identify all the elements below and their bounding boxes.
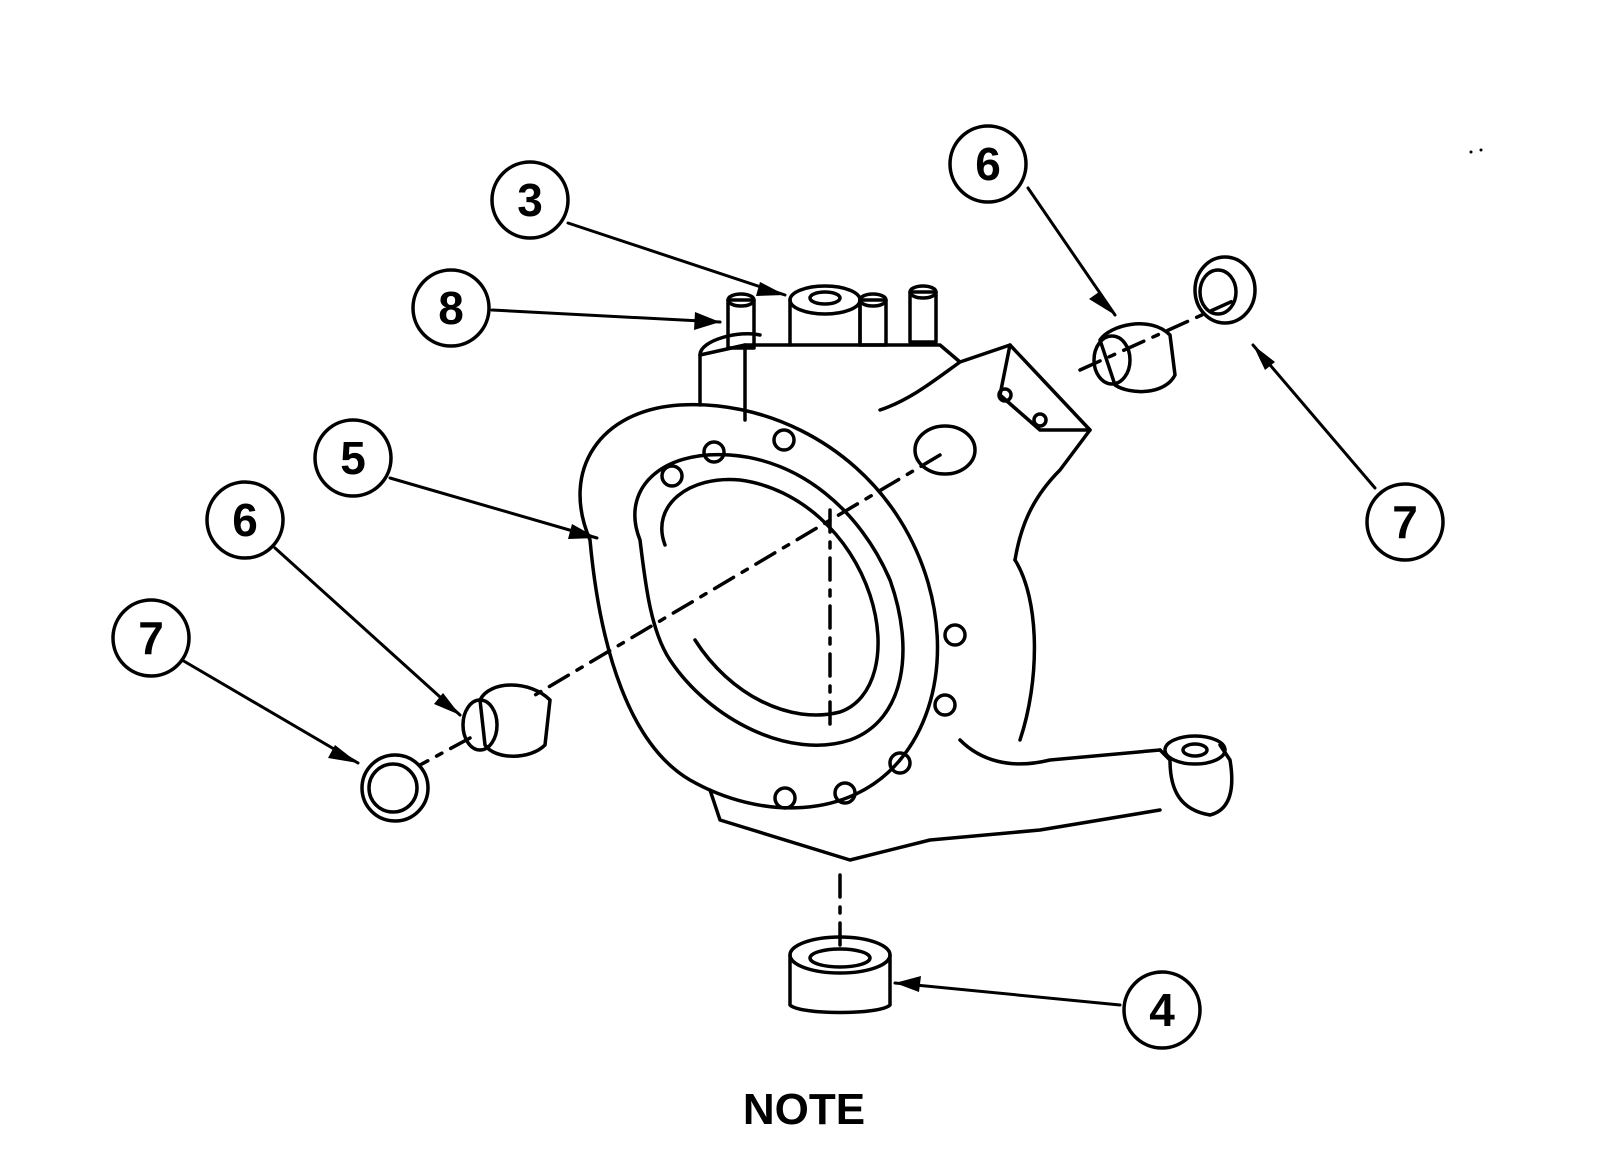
callout-6-lower: 6 (205, 480, 285, 560)
callout-6-lower-label: 6 (232, 494, 258, 546)
exploded-parts-diagram: 3 8 6 7 5 6 7 4 (111, 124, 1483, 1050)
seal-7-right (1193, 255, 1257, 325)
leader-arrowheads (328, 282, 1275, 992)
bushing-6-right (1092, 322, 1177, 394)
callout-7-right-label: 7 (1392, 496, 1418, 548)
callout-8: 8 (411, 268, 491, 348)
callout-8-label: 8 (438, 282, 464, 334)
callout-3-label: 3 (517, 174, 543, 226)
note-heading: NOTE (742, 1085, 866, 1134)
bushing-4-bottom (788, 935, 892, 1015)
callout-4-label: 4 (1149, 984, 1175, 1036)
bushing-6-left (461, 683, 552, 758)
callout-5-label: 5 (340, 432, 366, 484)
knuckle-housing (578, 284, 1234, 862)
callout-3: 3 (490, 160, 570, 240)
callout-4: 4 (1122, 970, 1202, 1050)
callout-7-right: 7 (1365, 482, 1445, 562)
callout-6-upper: 6 (948, 124, 1028, 204)
seal-7-left (360, 753, 430, 823)
callout-7-left-label: 7 (138, 612, 164, 664)
callout-7-left: 7 (111, 598, 191, 678)
callout-6-upper-label: 6 (975, 138, 1001, 190)
callout-5: 5 (313, 418, 393, 498)
assembly-centerlines (418, 298, 1237, 947)
scan-specks (1469, 148, 1483, 154)
leader-lines (180, 186, 1377, 1007)
